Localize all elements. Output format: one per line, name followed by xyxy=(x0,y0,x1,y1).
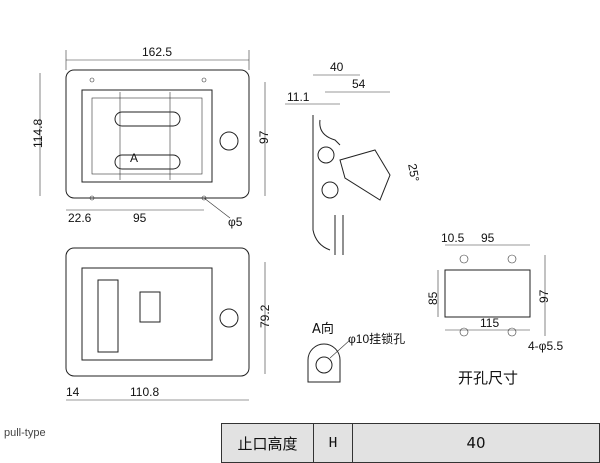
dim-rear-height: 79.2 xyxy=(258,304,272,328)
table-row: 止口高度 H 40 xyxy=(221,423,600,463)
dim-hole-spacing: 95 xyxy=(133,211,147,225)
dim-width: 162.5 xyxy=(142,45,172,59)
dim-side-40: 40 xyxy=(330,60,344,74)
a-view: A向 φ10挂锁孔 xyxy=(307,321,405,383)
dim-cutout-height: 85 xyxy=(426,291,440,305)
front-view: 162.5 114.8 97 22.6 95 φ5 A xyxy=(31,45,271,229)
dim-rear-offset: 14 xyxy=(66,385,80,399)
spec-label: 止口高度 xyxy=(221,423,314,463)
spec-symbol: H xyxy=(313,423,353,463)
a-view-title: A向 xyxy=(312,321,334,337)
spec-table: 止口高度 H 40 xyxy=(221,423,600,463)
dim-inner-height: 97 xyxy=(257,130,271,144)
dim-side-54: 54 xyxy=(352,77,366,91)
dim-hole-dia: φ5 xyxy=(228,215,243,229)
dim-offset: 22.6 xyxy=(68,211,92,225)
cutout-view: 10.5 95 85 97 115 4-φ5.5 开孔尺寸 xyxy=(426,231,563,387)
dim-height: 114.8 xyxy=(31,119,45,148)
cutout-title: 开孔尺寸 xyxy=(458,369,518,387)
view-marker-a: A xyxy=(130,151,138,165)
dim-cutout-outer: 97 xyxy=(537,289,551,303)
side-view: 40 54 11.1 25° xyxy=(285,60,422,255)
dim-rear-width: 110.8 xyxy=(130,385,159,399)
caption: pull-type xyxy=(4,427,46,439)
dim-cutout-left: 10.5 xyxy=(441,231,465,245)
dim-cutout-width: 115 xyxy=(480,316,499,330)
lock-hole-label: φ10挂锁孔 xyxy=(348,331,405,346)
dim-angle: 25° xyxy=(405,162,422,182)
dim-side-11: 11.1 xyxy=(287,90,310,104)
rear-view: 79.2 14 110.8 xyxy=(65,247,272,401)
dim-cutout-top: 95 xyxy=(481,231,495,245)
cutout-holes: 4-φ5.5 xyxy=(528,339,563,353)
spec-value: 40 xyxy=(352,423,600,463)
